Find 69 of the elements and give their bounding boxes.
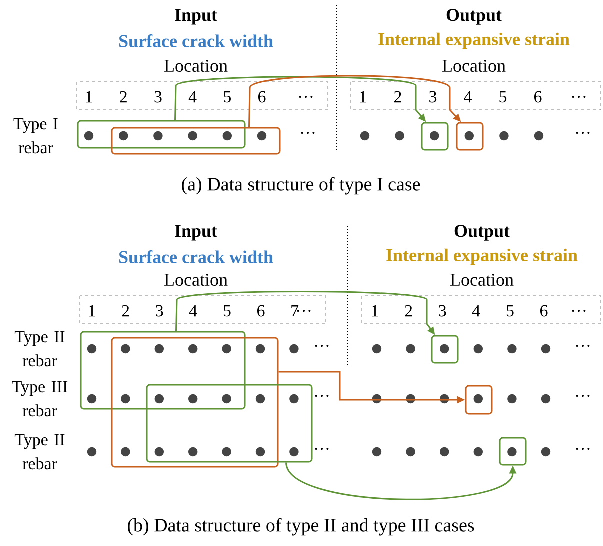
output-subtitle: Internal expansive strain <box>386 248 578 266</box>
label: 6 <box>540 305 548 317</box>
label: 3 <box>430 91 437 103</box>
window-box <box>499 437 527 466</box>
window-box <box>421 122 449 151</box>
label: 1 <box>372 305 378 317</box>
ellipsis: … <box>315 394 329 397</box>
label: 7 <box>292 305 299 317</box>
output-subtitle: Internal expansive strain <box>378 32 570 50</box>
axis-title: Location <box>450 274 514 286</box>
label: … <box>299 96 313 98</box>
caption: (b) Data structure of type II and type III cases <box>128 518 474 536</box>
ellipsis: … <box>576 344 590 347</box>
heading: Input <box>175 225 218 241</box>
label: 2 <box>405 305 412 317</box>
ellipsis: … <box>576 448 590 450</box>
axis-title: Location <box>164 60 228 72</box>
window-box <box>465 385 493 415</box>
row-label: Type I rebar <box>14 118 58 154</box>
label: 1 <box>360 91 366 103</box>
location-strip: 1 2 3 4 5 6 … <box>76 82 328 110</box>
ellipsis: … <box>315 344 329 347</box>
window-box <box>77 120 246 149</box>
label: 5 <box>500 91 507 103</box>
label: 5 <box>224 91 231 103</box>
label: … <box>297 310 311 312</box>
ellipsis: … <box>315 448 329 450</box>
label: 3 <box>154 91 162 103</box>
location-strip: 1 2 3 4 5 6 … <box>350 82 602 110</box>
heading: Input <box>175 9 218 25</box>
input-subtitle: Surface crack width <box>119 250 274 264</box>
label: 6 <box>258 91 266 103</box>
axis-title: Location <box>442 60 506 72</box>
location-strip: 1 2 3 4 5 6 7… <box>80 296 326 324</box>
window-box <box>456 122 484 151</box>
window-box <box>146 384 313 463</box>
location-strip: 1 2 3 4 5 6 … <box>362 296 602 324</box>
window-box <box>111 337 279 468</box>
row-label: Type II rebar <box>14 331 65 367</box>
window-box <box>111 127 281 155</box>
heading: Output <box>454 225 510 241</box>
ellipsis: … <box>576 132 590 134</box>
axis-title: Location <box>164 274 228 286</box>
window-box <box>431 335 459 364</box>
caption: (a) Data structure of type I case <box>182 177 420 195</box>
label: 2 <box>122 305 130 317</box>
label: 4 <box>472 305 480 317</box>
label: 4 <box>189 305 198 317</box>
input-subtitle: Surface crack width <box>119 34 274 48</box>
ellipsis: … <box>576 394 590 397</box>
label: … <box>572 310 586 312</box>
label: 5 <box>506 305 514 317</box>
label: 4 <box>464 91 472 103</box>
label: 3 <box>439 305 446 317</box>
label: 2 <box>394 91 402 103</box>
ellipsis: … <box>301 132 315 134</box>
label: 4 <box>188 91 197 103</box>
label: 2 <box>120 91 127 103</box>
heading: Output <box>446 9 502 25</box>
label: 6 <box>257 305 265 317</box>
label: 3 <box>156 305 164 317</box>
label: … <box>572 96 586 98</box>
label: 6 <box>534 91 542 103</box>
label: 5 <box>224 305 231 317</box>
row-label: Type II rebar <box>14 434 65 470</box>
label: 1 <box>86 91 92 103</box>
label: 1 <box>89 305 96 317</box>
row-label: Type III rebar <box>12 381 68 417</box>
window-box <box>80 331 246 410</box>
